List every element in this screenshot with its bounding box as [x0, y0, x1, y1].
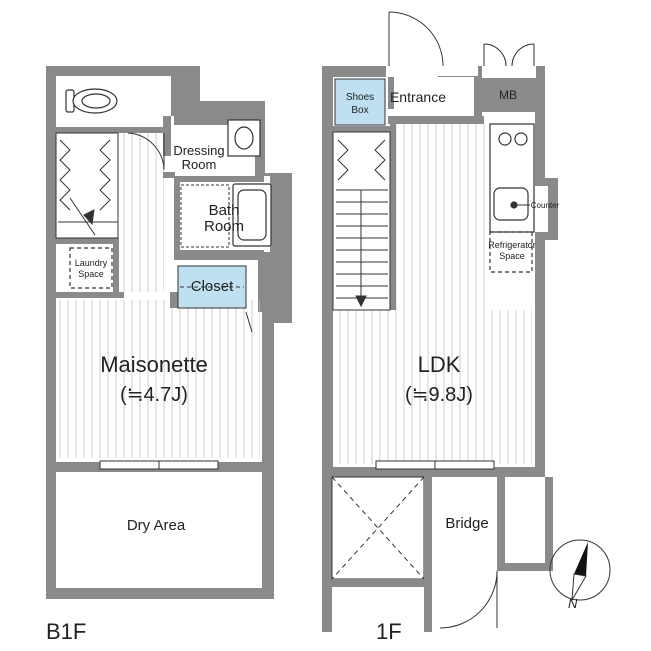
closet-door[interactable]: [245, 311, 253, 333]
stove-icon: [498, 132, 528, 146]
entrance-door[interactable]: [388, 11, 444, 67]
sink-icon: [493, 187, 529, 221]
dressing-room-label-1: Dressing: [173, 143, 224, 158]
b1f-window: [99, 460, 219, 470]
f1-interior-walls: [333, 77, 536, 310]
f1-window: [375, 460, 495, 470]
void-area: [322, 476, 553, 632]
north-arrow-icon: N: [549, 539, 611, 611]
toilet-icon: [65, 88, 118, 114]
f1-stairs: [332, 131, 391, 311]
maisonette-size: (≒4.7J): [120, 384, 188, 406]
counter-label: Counter: [531, 201, 560, 210]
shoes-box-label-1: Shoes: [346, 92, 374, 103]
mb-label: MB: [499, 88, 517, 102]
shoes-box-label-2: Box: [351, 105, 368, 116]
b1f-plan: Dressing Room Bath Room Laundry Space: [46, 66, 292, 644]
mb-doors[interactable]: [483, 43, 535, 67]
entrance-label: Entrance: [390, 89, 446, 105]
north-label: N: [568, 596, 578, 611]
mb-opening: [482, 66, 536, 78]
bath-room-label-2: Room: [204, 218, 244, 235]
bridge-label: Bridge: [445, 515, 488, 532]
bathtub-icon: [232, 183, 272, 247]
corridor-floor: [120, 132, 164, 292]
closet-label: Closet: [191, 278, 234, 295]
ldk-label: LDK: [418, 352, 461, 377]
maisonette-floor: [58, 300, 260, 458]
f1-plan: Shoes Box Entrance MB: [322, 11, 560, 644]
washbasin-icon: [227, 119, 261, 157]
b1f-stairs: [55, 132, 119, 239]
ldk-size: (≒9.8J): [405, 384, 473, 406]
refrigerator-space-label-2: Space: [499, 251, 525, 261]
dressing-room-label-2: Room: [182, 157, 217, 172]
maisonette-label: Maisonette: [100, 352, 208, 377]
laundry-space-box: [69, 247, 113, 289]
bridge-door[interactable]: [439, 570, 498, 629]
entrance-opening: [386, 66, 438, 78]
laundry-space-label-1: Laundry: [75, 258, 108, 268]
laundry-space-label-2: Space: [78, 269, 104, 279]
refrigerator-space-label-1: Refrigerator: [488, 240, 536, 250]
toilet-door[interactable]: [127, 132, 165, 171]
ldk-floor-2: [336, 310, 532, 464]
f1-floor-label: 1F: [376, 619, 402, 644]
b1f-floor-label: B1F: [46, 619, 86, 644]
shoes-box: [334, 78, 386, 126]
refrigerator-space-box: [489, 231, 533, 273]
dry-area-label: Dry Area: [127, 517, 186, 534]
bath-room-label-1: Bath: [209, 202, 240, 219]
